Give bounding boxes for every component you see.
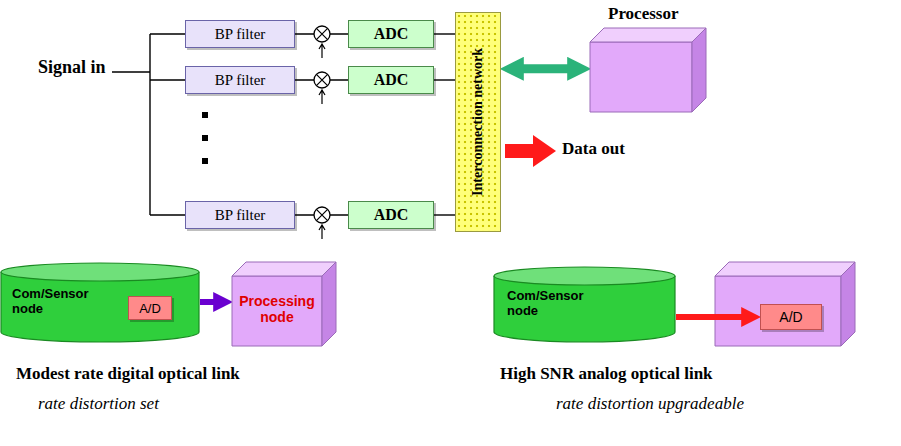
connector [514, 64, 577, 73]
node-text: Processing node [235, 293, 319, 325]
connector [434, 79, 455, 80]
processor-cube: Processor [590, 4, 706, 112]
node-text: ADC [374, 71, 409, 89]
cube-top [232, 262, 336, 276]
node-text: BP filter [215, 26, 266, 43]
cylinder-body [1, 272, 199, 342]
dot [202, 158, 208, 164]
connector [434, 33, 455, 34]
split-wire [112, 34, 185, 215]
node-text: A/D [779, 309, 802, 325]
mixer [314, 207, 330, 239]
mixer-cross [316, 28, 327, 39]
link-note: rate distortion upgradeable [556, 394, 744, 414]
cylinder-top [494, 267, 675, 285]
oscillator-arrow [319, 44, 325, 58]
node-text: Processor [608, 4, 679, 24]
node-text: ADC [374, 25, 409, 43]
link-note: rate distortion set [38, 394, 159, 414]
cube-top [590, 28, 706, 42]
output-label: Data out [562, 139, 625, 159]
input-label: Signal in [38, 54, 110, 81]
mixer-circle [314, 26, 330, 42]
mixer-cross [316, 74, 327, 85]
mixer-circle [314, 207, 330, 223]
interconnection-network: Interconnection network [455, 12, 501, 232]
data-out-arrow [505, 135, 556, 167]
cube-front [715, 276, 841, 346]
signal-split-lines [112, 34, 185, 215]
connector [676, 314, 749, 320]
adc-box: ADC [348, 201, 434, 229]
sensor-node-cylinder: Com/Sensor node [493, 266, 676, 342]
mixer-circle [314, 72, 330, 88]
bp-filter-box: BP filter [185, 201, 295, 229]
processing-node-cube: Processing node [232, 262, 336, 346]
node-text: ADC [374, 206, 409, 224]
node-text: A/D [139, 301, 161, 316]
cylinder-body [494, 276, 675, 342]
oscillator-arrow [319, 90, 325, 104]
cube-side [692, 28, 706, 112]
cube-side [322, 262, 336, 346]
node-text: Com/Sensor node [507, 288, 607, 318]
link-title: Modest rate digital optical link [16, 364, 240, 384]
node-text: Com/Sensor node [12, 286, 112, 316]
ad-converter-box: A/D [128, 296, 172, 320]
link-title: High SNR analog optical link [500, 364, 713, 384]
bp-filter-box: BP filter [185, 20, 295, 48]
cylinder-top [1, 263, 199, 281]
mixer-cross [316, 209, 327, 220]
oscillator-arrow [319, 225, 325, 239]
node-text: BP filter [215, 72, 266, 89]
adc-box: ADC [348, 66, 434, 94]
ad-converter-box: A/D [760, 304, 822, 330]
cube-shape [590, 28, 706, 112]
dot [202, 112, 208, 118]
cube-front [232, 276, 322, 346]
cube-top [715, 262, 855, 276]
node-text: BP filter [215, 207, 266, 224]
connector [434, 214, 455, 215]
bp-filter-box: BP filter [185, 66, 295, 94]
cube-side [841, 262, 855, 346]
dot [202, 135, 208, 141]
cube-front [590, 42, 692, 112]
mixer-symbols [314, 26, 330, 239]
cube-shape [715, 262, 855, 346]
ellipsis-dots [202, 112, 208, 164]
adc-box: ADC [348, 20, 434, 48]
connector [200, 299, 221, 305]
mixer [314, 72, 330, 104]
sensor-node-cylinder: Com/Sensor nodeA/D [0, 262, 200, 342]
node-text: Interconnection network [470, 48, 486, 196]
mixer [314, 26, 330, 58]
